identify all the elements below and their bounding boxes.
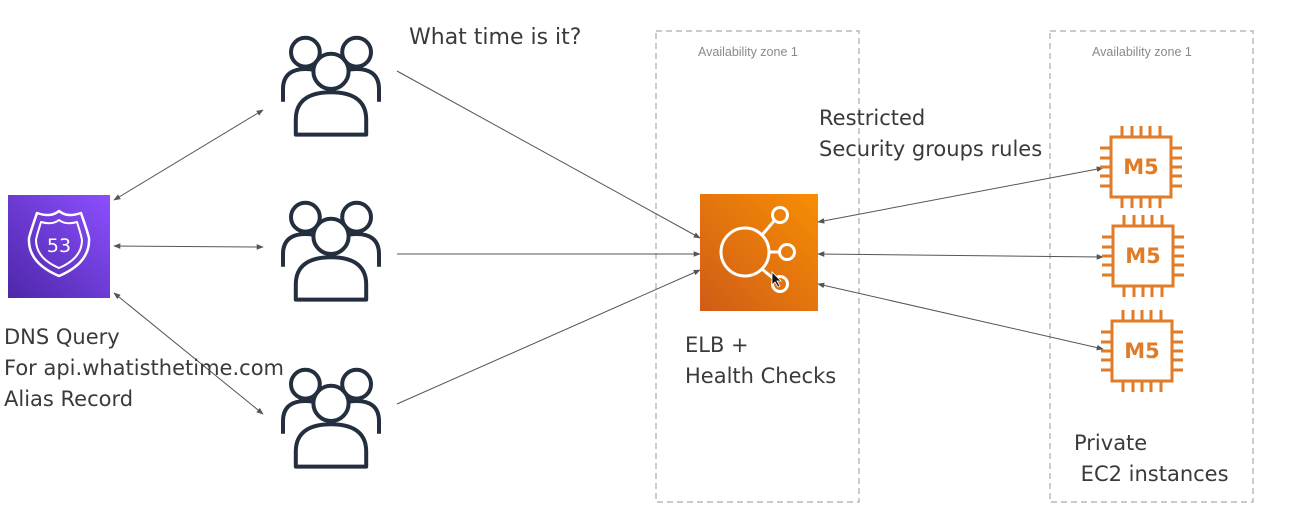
- availability-zone-box-1: [655, 30, 860, 503]
- ec2-instance-1: M5: [1098, 124, 1184, 210]
- ec2-instance-3: M5: [1099, 308, 1185, 394]
- instance-label: M5: [1125, 244, 1161, 268]
- arrow-users3-elb: [396, 269, 701, 405]
- elb-icon: [700, 194, 818, 311]
- dns-query-label: DNS Query For api.whatisthetime.com Alia…: [4, 325, 284, 411]
- users-icon: [283, 203, 379, 300]
- availability-zone-box-2: [1049, 30, 1254, 503]
- connectors: [113, 70, 1104, 415]
- availability-zone-label: Availability zone 1: [1092, 45, 1192, 59]
- elb-label: ELB + Health Checks: [685, 333, 837, 388]
- arrow-users1-elb: [396, 70, 701, 239]
- arrow-elb-instance1: [817, 166, 1104, 224]
- route53-icon: 53: [8, 195, 110, 298]
- private-instances-label: Private EC2 instances: [1074, 431, 1229, 486]
- arrow-route53-users1: [113, 109, 264, 201]
- arrow-elb-instance2: [817, 251, 1104, 260]
- mouse-cursor-icon: [771, 271, 782, 288]
- ec2-instance-2: M5: [1100, 213, 1186, 299]
- question-label: What time is it?: [409, 25, 582, 50]
- security-groups-label: Restricted Security groups rules: [819, 106, 1043, 161]
- instance-label: M5: [1123, 155, 1159, 179]
- availability-zone-label: Availability zone 1: [698, 45, 798, 59]
- route53-icon-text: 53: [47, 235, 71, 257]
- arrow-route53-users3: [113, 292, 264, 415]
- arrow-route53-users2: [113, 243, 264, 250]
- users-icon: [283, 38, 379, 135]
- users-icon: [283, 370, 379, 467]
- instance-label: M5: [1124, 339, 1160, 363]
- arrow-elb-instance3: [817, 282, 1104, 351]
